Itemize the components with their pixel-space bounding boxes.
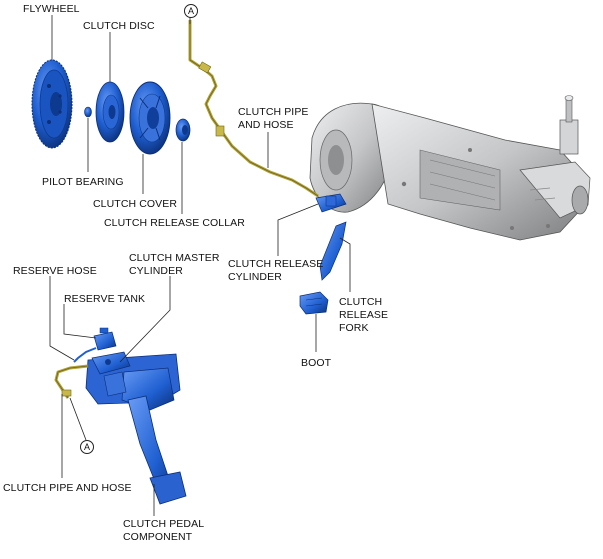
label-flywheel: FLYWHEEL [23, 3, 80, 15]
leader-lines [49, 15, 351, 516]
connector-a-bottom-marker: A [80, 440, 94, 454]
leader-release-fork [339, 237, 351, 292]
label-clutch-release-fork-1: CLUTCH [339, 296, 383, 308]
clutch-release-collar-part [175, 118, 191, 142]
leader-connector-a-bottom [69, 397, 87, 441]
label-clutch-pipe-hose-top-2: AND HOSE [238, 119, 294, 131]
label-clutch-cover: CLUTCH COVER [93, 198, 178, 210]
label-clutch-release-fork-2: RELEASE [339, 309, 389, 321]
label-clutch-release-cylinder-1: CLUTCH RELEASE [228, 258, 324, 270]
pilot-bearing-part [84, 106, 92, 118]
label-clutch-pedal-component-1: CLUTCH PEDAL [123, 518, 205, 530]
clutch-release-cylinder-part [315, 193, 347, 213]
label-reserve-hose: RESERVE HOSE [13, 265, 97, 277]
leader-master-cylinder [119, 276, 171, 363]
clutch-pedal-assembly [85, 353, 187, 505]
reserve-tank-part [93, 327, 117, 351]
leader-reserve-hose [49, 276, 75, 361]
clutch-disc-part [95, 81, 125, 143]
label-clutch-master-cylinder-1: CLUTCH MASTER [129, 252, 220, 264]
label-pilot-bearing: PILOT BEARING [42, 176, 124, 188]
leader-reserve-tank [63, 304, 97, 339]
label-clutch-master-cylinder-2: CYLINDER [129, 265, 183, 277]
clutch-master-cylinder-part [91, 351, 131, 375]
reserve-hose-part [73, 347, 97, 363]
clutch-release-fork-part [319, 221, 347, 281]
transmission-part [309, 95, 591, 241]
label-clutch-disc: CLUTCH DISC [83, 20, 155, 32]
leader-release-cylinder [277, 203, 319, 256]
connector-a-top-marker: A [184, 4, 198, 18]
boot-part [299, 291, 329, 315]
label-reserve-tank: RESERVE TANK [64, 293, 146, 305]
label-clutch-pedal-component-2: COMPONENT [123, 531, 193, 543]
label-clutch-release-collar: CLUTCH RELEASE COLLAR [104, 217, 245, 229]
label-boot: BOOT [301, 357, 332, 369]
label-clutch-release-cylinder-2: CYLINDER [228, 271, 282, 283]
flywheel-part [31, 59, 73, 149]
label-clutch-pipe-hose-bottom: CLUTCH PIPE AND HOSE [3, 482, 132, 494]
clutch-pipe-hose-upper-part [188, 20, 319, 198]
clutch-pipe-hose-lower-part [54, 364, 89, 399]
label-clutch-pipe-hose-top-1: CLUTCH PIPE [238, 106, 309, 118]
clutch-cover-part [129, 81, 171, 155]
label-clutch-release-fork-3: FORK [339, 322, 369, 334]
